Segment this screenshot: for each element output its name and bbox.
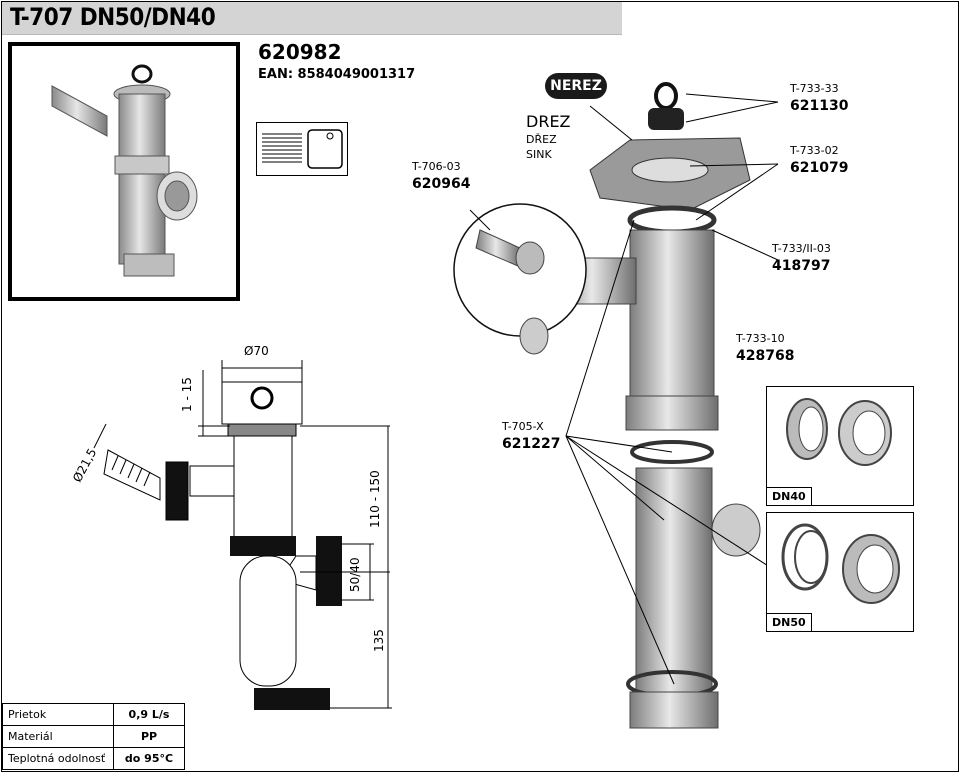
title-bar: T-707 DN50/DN40	[2, 2, 622, 35]
gasket-code: T-705-X	[502, 420, 544, 433]
ean-code: EAN: 8584049001317	[258, 67, 416, 82]
product-code: 620982	[258, 40, 342, 64]
page-title: T-707 DN50/DN40	[10, 3, 216, 31]
spec-row: Materiál PP	[2, 725, 185, 748]
dn40-tag: DN40	[767, 487, 812, 505]
plug-number: 621130	[790, 98, 849, 114]
sink-en-label: SINK	[526, 148, 552, 161]
spec-label: Teplotná odolnosť	[2, 747, 114, 770]
exploded-view	[453, 82, 791, 729]
reducer-number: 428768	[736, 348, 795, 364]
spec-value: do 95°C	[113, 747, 185, 770]
siphon-photo	[51, 64, 198, 277]
dim-outlet: 50/40	[348, 557, 362, 592]
grate-code: T-733-02	[790, 144, 839, 157]
dim-height-lower: 135	[372, 629, 386, 652]
dim-gap: 1 - 15	[180, 377, 194, 412]
sink-icon	[256, 122, 348, 176]
spec-row: Teplotná odolnosť do 95°C	[2, 747, 185, 770]
plug-code: T-733-33	[790, 82, 839, 95]
gasket-number: 621227	[502, 436, 561, 452]
nut-number: 418797	[772, 258, 831, 274]
dn50-parts-image	[781, 523, 900, 604]
spec-table: Prietok 0,9 L/s Materiál PP Teplotná odo…	[2, 703, 185, 770]
dim-diameter-top: Ø70	[244, 344, 269, 358]
nerez-badge: NEREZ	[545, 73, 607, 99]
grate-number: 621079	[790, 160, 849, 176]
dn50-tag: DN50	[767, 613, 812, 631]
spec-value: 0,9 L/s	[113, 703, 185, 726]
variant-dn50-box: DN50	[766, 512, 914, 632]
technical-drawing	[93, 360, 392, 710]
hose-code: T-706-03	[412, 160, 461, 173]
variant-dn40-box: DN40	[766, 386, 914, 506]
nut-code: T-733/II-03	[772, 242, 831, 255]
sink-label: DREZ DŘEZ SINK	[526, 112, 571, 161]
dn40-parts-image	[786, 398, 892, 466]
drez-cz-label: DŘEZ	[526, 133, 557, 146]
spec-label: Prietok	[2, 703, 114, 726]
product-photo	[8, 42, 240, 301]
dim-height-upper: 110 - 150	[368, 470, 382, 528]
spec-row: Prietok 0,9 L/s	[2, 703, 185, 726]
hose-number: 620964	[412, 176, 471, 192]
spec-value: PP	[113, 725, 185, 748]
drez-label: DREZ	[526, 112, 571, 131]
reducer-code: T-733-10	[736, 332, 785, 345]
spec-label: Materiál	[2, 725, 114, 748]
